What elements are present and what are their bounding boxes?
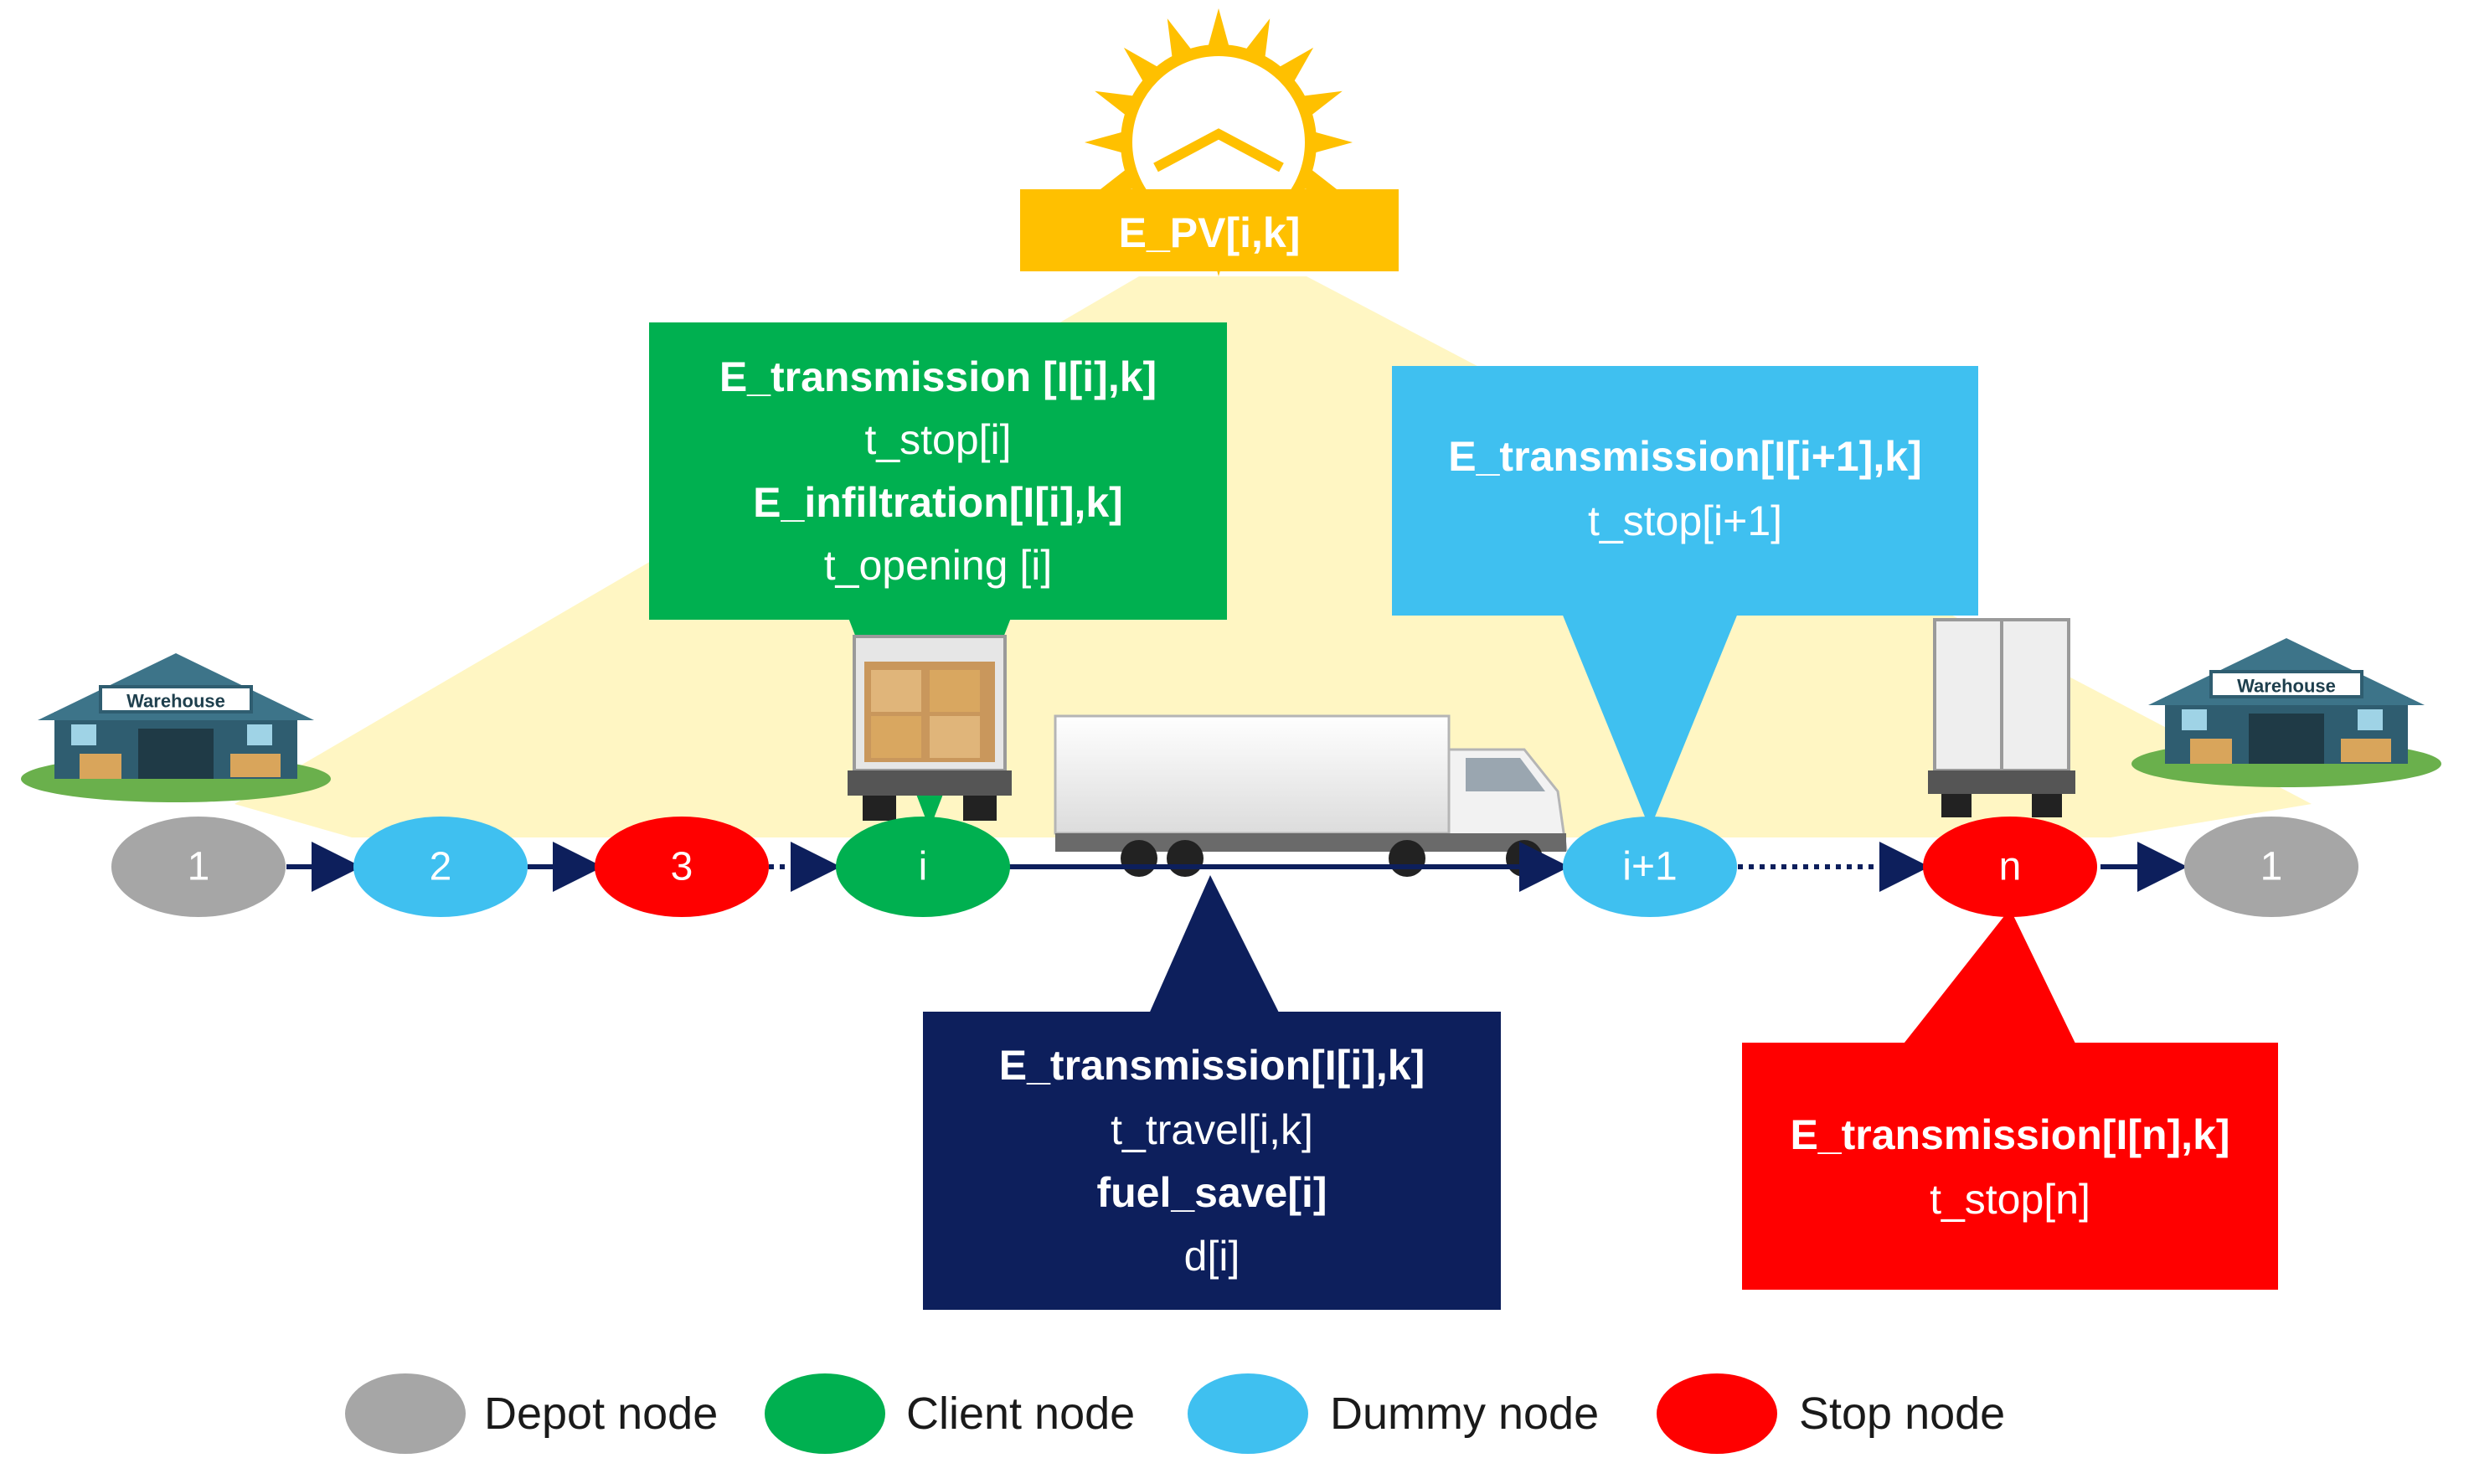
dummy-info-line-1: E_transmission[I[i+1],k] [1448, 433, 1921, 480]
legend-label: Stop node [1799, 1389, 2005, 1439]
legend-swatch [765, 1373, 885, 1454]
node-depot: 1 [2184, 817, 2358, 917]
travel-callout-pointer [1147, 875, 1281, 1018]
legend-swatch [1188, 1373, 1308, 1454]
client-info-box [649, 322, 1227, 620]
legend-item: Depot node [345, 1373, 718, 1454]
dummy-node-shape [1563, 817, 1737, 917]
pv-energy-box [1020, 189, 1399, 271]
legend-item: Dummy node [1188, 1373, 1599, 1454]
client-info-line-1: E_transmission [I[i],k] [719, 353, 1157, 400]
warehouse-left-icon: Warehouse [21, 653, 331, 802]
client-info-line-4: t_opening [i] [824, 542, 1052, 589]
stop-info-line-2: t_stop[n] [1930, 1176, 2090, 1223]
stop-info-box [1742, 1043, 2278, 1290]
travel-info-line-1: E_transmission[I[i],k] [999, 1042, 1425, 1089]
node-stop: n [1923, 817, 2097, 917]
client-info-line-2: t_stop[i] [864, 416, 1011, 463]
travel-info-line-2: t_travel[i,k] [1111, 1106, 1313, 1153]
sun-ray [1312, 131, 1353, 154]
stop-info-line-1: E_transmission[I[n],k] [1790, 1111, 2229, 1158]
warehouse-right-sign: Warehouse [2237, 676, 2336, 697]
node-label: 3 [671, 845, 693, 889]
solar-light-cone [235, 276, 2312, 837]
node-dummy: 2 [353, 817, 528, 917]
node-label: 1 [188, 845, 210, 889]
warehouse-right-icon: Warehouse [2131, 638, 2441, 787]
dummy-info-box [1392, 366, 1978, 616]
stop-node-shape [595, 817, 769, 917]
node-label: 1 [2260, 845, 2283, 889]
pv-energy-label: E_PV[i,k] [1119, 209, 1301, 256]
travel-info-line-3: fuel_save[i] [1096, 1169, 1327, 1216]
client-node-shape [836, 817, 1010, 917]
dummy-info-line-2: t_stop[i+1] [1588, 497, 1782, 544]
sun-ray [1085, 131, 1126, 154]
client-info-line-3: E_infiltration[I[i],k] [753, 479, 1123, 526]
legend: Depot node Client node Dummy node Stop node [345, 1373, 2005, 1454]
node-dummy: i+1 [1563, 817, 1737, 917]
legend-label: Dummy node [1330, 1389, 1599, 1439]
legend-item: Client node [765, 1373, 1135, 1454]
truck-rear-closed-icon [1928, 618, 2075, 817]
legend-swatch [345, 1373, 466, 1454]
truck-unloading-icon [848, 635, 1012, 821]
stop-node-shape [1923, 817, 2097, 917]
warehouse-left-sign: Warehouse [126, 691, 225, 712]
node-label: 2 [430, 845, 452, 889]
depot-node-shape [2184, 817, 2358, 917]
node-stop: 3 [595, 817, 769, 917]
travel-info-line-4: d[i] [1184, 1233, 1240, 1280]
travel-info-box [923, 1012, 1501, 1310]
node-depot: 1 [111, 817, 286, 917]
sun-ray [1207, 8, 1230, 49]
stop-callout-pointer [1901, 909, 2077, 1047]
node-label: i [919, 845, 928, 889]
depot-node-shape [111, 817, 286, 917]
dummy-callout-pointer [1558, 603, 1742, 829]
node-label: n [1999, 845, 2022, 889]
legend-label: Depot node [484, 1389, 718, 1439]
node-label: i+1 [1622, 845, 1677, 889]
dummy-node-shape [353, 817, 528, 917]
legend-item: Stop node [1657, 1373, 2005, 1454]
legend-swatch [1657, 1373, 1777, 1454]
node-client: i [836, 817, 1010, 917]
legend-label: Client node [906, 1389, 1135, 1439]
route-nodes: 1 2 3 i i+1 n 1 [111, 817, 2358, 917]
